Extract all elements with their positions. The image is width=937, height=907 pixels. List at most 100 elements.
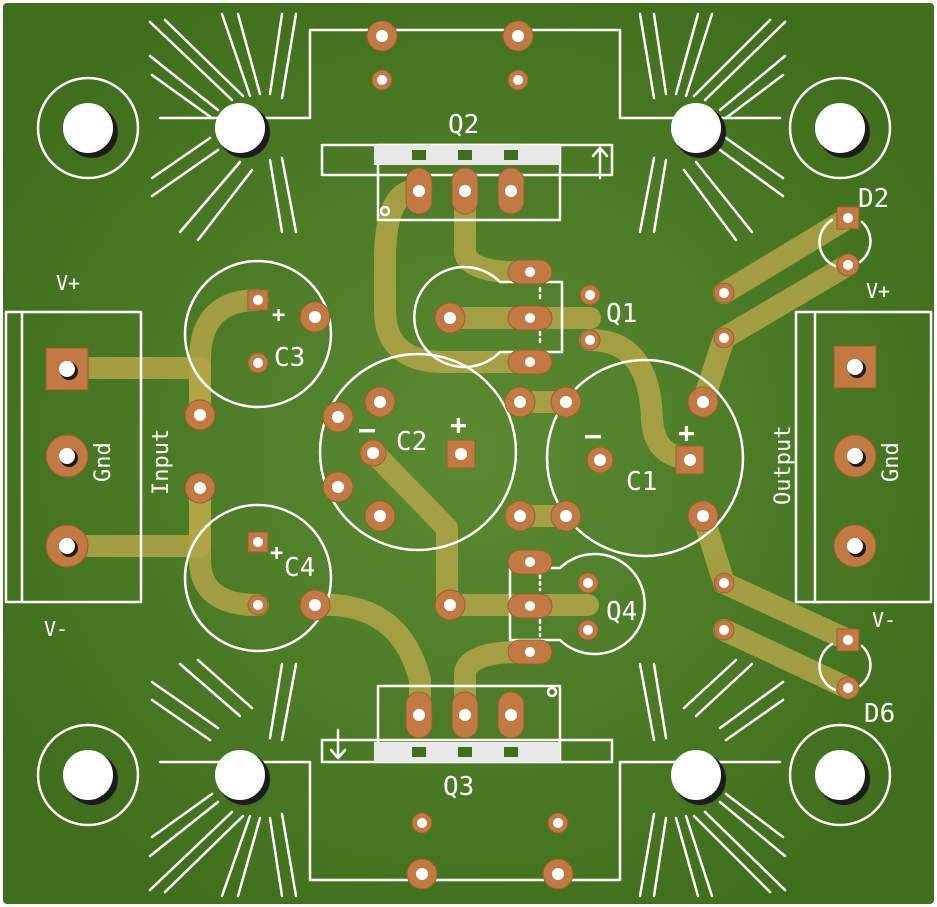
heatsink-bottom — [148, 658, 787, 898]
c2-aux-pad — [322, 471, 354, 503]
c2-plus: + — [450, 408, 467, 441]
q1-pin — [507, 259, 553, 285]
q4-label: Q4 — [606, 597, 637, 627]
q4-pin — [507, 593, 553, 619]
c1-minus: − — [584, 419, 602, 454]
c4-pin-plus — [247, 531, 269, 553]
c3-pin — [299, 301, 331, 333]
c3-label: C3 — [274, 343, 305, 373]
c3-pin — [247, 352, 269, 374]
input-vplus-label: V+ — [56, 271, 80, 295]
d2-resistor-pad — [713, 327, 735, 349]
q1-pin — [507, 349, 553, 375]
c1-aux-pad — [687, 386, 719, 418]
q3-transistor: Q3 — [329, 684, 574, 890]
q4-resistor-pad — [577, 619, 599, 641]
q2-pin — [451, 167, 479, 215]
c2-pin-minus — [359, 439, 387, 467]
input-pin-vminus — [45, 524, 89, 568]
d2-pin — [836, 206, 860, 230]
c1-capacitor: C1 − + — [504, 358, 745, 558]
q1-resistor-pad — [579, 329, 601, 351]
c4-label: C4 — [284, 553, 315, 583]
d2-label: D2 — [858, 184, 889, 214]
q3-pin — [405, 691, 433, 739]
c1-plus: + — [678, 416, 695, 449]
mounting-hole — [36, 76, 140, 180]
c1-label: C1 — [626, 467, 657, 497]
q3-mount-pad — [406, 858, 438, 890]
d6-resistor-pad — [713, 619, 735, 641]
c1-aux-pad — [550, 386, 582, 418]
c1-pin-minus — [586, 446, 614, 474]
input-gnd-label: Gnd — [91, 442, 116, 482]
q3-mount-pad — [411, 812, 433, 834]
q2-mount-pad — [507, 69, 529, 91]
c2-aux-pad — [364, 500, 396, 532]
heatsink-hole — [671, 750, 726, 805]
mounting-hole — [36, 723, 140, 827]
output-connector-label: Output — [771, 426, 796, 505]
heatsink-fins-bottom-right — [638, 658, 787, 898]
q1-resistor-pad — [434, 302, 466, 334]
heatsink-hole — [215, 103, 270, 158]
output-vminus-label: V- — [872, 608, 896, 632]
q2-pin — [405, 167, 433, 215]
q3-label: Q3 — [443, 772, 474, 802]
d6-label: D6 — [864, 699, 895, 729]
c2-aux-pad — [364, 386, 396, 418]
c1-aux-pad — [687, 500, 719, 532]
c3-capacitor: C3 + — [183, 259, 333, 431]
c4-pin — [299, 589, 331, 621]
input-pin-gnd — [45, 434, 89, 478]
d2-resistor-pad — [713, 282, 735, 304]
q2-mount-pad — [502, 20, 534, 52]
c1-aux-pad — [504, 386, 536, 418]
output-pin-vminus — [833, 524, 877, 568]
mounting-holes — [36, 76, 892, 827]
c1-pin-plus — [675, 445, 705, 475]
mounting-hole — [788, 76, 892, 180]
d6-pin — [836, 628, 860, 652]
q2-pin — [497, 167, 525, 215]
heatsink-fins-top-left — [148, 12, 298, 242]
c2-aux-pad — [322, 401, 354, 433]
q4-resistor-pad — [577, 572, 599, 594]
c3-link-pad — [184, 399, 216, 431]
q3-pin — [451, 691, 479, 739]
d6-resistor-pad — [713, 572, 735, 594]
c4-capacitor: C4 + — [183, 472, 333, 653]
heatsink-hole — [215, 750, 270, 805]
input-connector: V+ Gnd V- Input — [4, 271, 174, 641]
q4-pin — [507, 549, 553, 575]
q2-transistor: Q2 — [366, 20, 609, 222]
q1-resistor-pad — [579, 284, 601, 306]
q3-pin — [497, 691, 525, 739]
q4-pin — [507, 639, 553, 665]
c4-pin — [247, 594, 269, 616]
d6-pin — [836, 676, 860, 700]
c3-pin-plus — [247, 289, 269, 311]
input-connector-label: Input — [149, 429, 174, 495]
q1-label: Q1 — [606, 299, 637, 329]
q2-label: Q2 — [448, 110, 479, 140]
c2-minus: − — [358, 413, 376, 448]
output-gnd-label: Gnd — [879, 442, 904, 482]
q3-mount-pad — [542, 858, 574, 890]
input-pin-vplus — [45, 347, 89, 391]
heatsink-hole — [671, 103, 726, 158]
c2-pin-plus — [446, 439, 476, 469]
d2-pin — [836, 253, 860, 277]
c1-aux-pad — [504, 500, 536, 532]
c4-link-pad — [184, 472, 216, 504]
q3-mount-pad — [547, 812, 569, 834]
output-pin-vplus — [833, 345, 877, 389]
c3-plus: + — [272, 303, 285, 328]
c2-label: C2 — [396, 427, 427, 457]
mounting-hole — [788, 723, 892, 827]
output-pin-gnd — [833, 434, 877, 478]
d2-diode: D2 — [713, 184, 889, 349]
q4-transistor: Q4 — [434, 549, 646, 665]
q1-transistor: Q1 — [413, 259, 637, 375]
